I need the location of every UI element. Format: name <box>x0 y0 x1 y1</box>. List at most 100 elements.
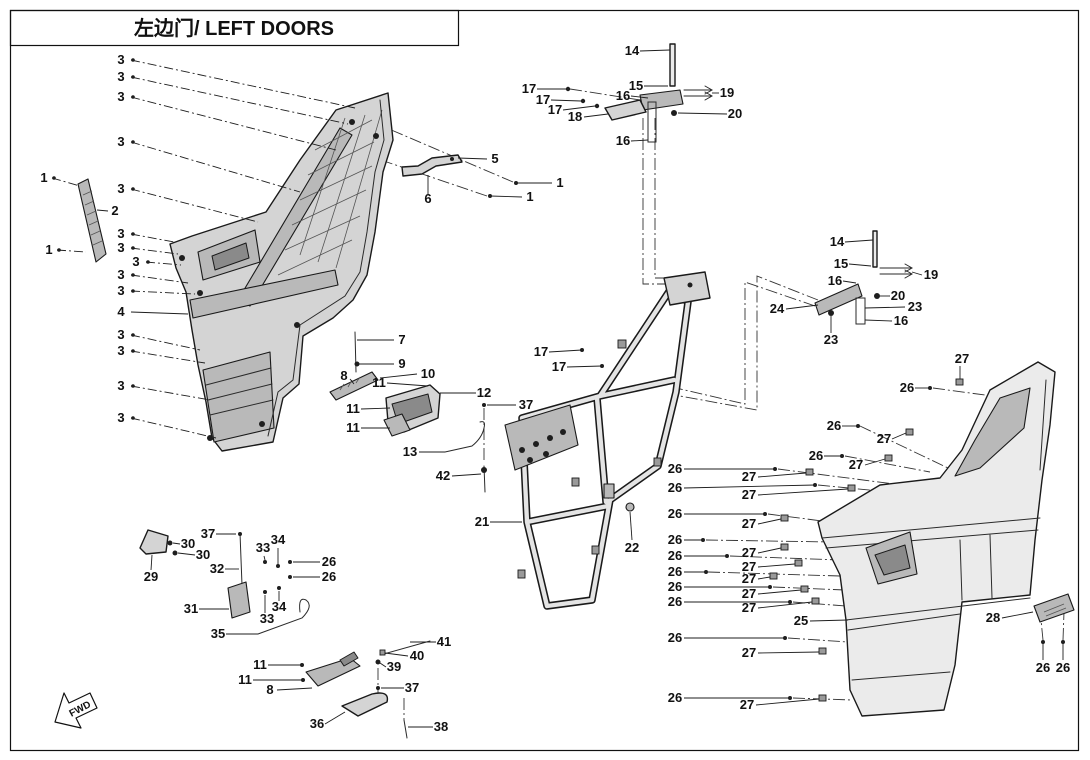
callout-number: 26 <box>668 690 682 705</box>
callout-lower-hinge: 23 <box>864 299 922 314</box>
callout-right-door: 26 <box>668 480 817 495</box>
callout-right-door: 28 <box>986 610 1034 625</box>
callout-number: 3 <box>117 226 124 241</box>
screw-icon <box>131 232 135 236</box>
screw-icon <box>783 636 787 640</box>
callout-right-door: 26 <box>668 461 777 476</box>
callout-number: 3 <box>117 267 124 282</box>
screw-icon <box>701 538 705 542</box>
hinge-screw <box>594 103 600 109</box>
callout-left-door: 1 <box>45 242 87 257</box>
callout-left-door: 1 <box>40 170 81 187</box>
leader-line <box>130 188 259 223</box>
callout-lower-assembly: 31 <box>184 601 229 616</box>
panel-clips <box>769 378 964 702</box>
screw-icon <box>131 384 135 388</box>
callout-number: 3 <box>117 378 124 393</box>
hinge-bracket-plate <box>814 283 863 316</box>
leader-line <box>548 349 583 353</box>
screw-icon <box>788 600 792 604</box>
callout-number: 22 <box>625 540 639 555</box>
callout-strap-bracket: 1 <box>488 189 534 204</box>
callout-lower-hinge: 16 <box>864 313 908 328</box>
callout-upper-hinge: 16 <box>616 88 649 103</box>
callout-number: 3 <box>117 410 124 425</box>
screw-icon <box>840 454 844 458</box>
callout-number: 11 <box>372 375 386 390</box>
callout-frame: 21 <box>475 514 522 529</box>
panel-clip <box>818 647 827 655</box>
callout-left-door: 3 <box>117 267 189 284</box>
screw-icon <box>131 75 135 79</box>
leader-line <box>842 280 857 284</box>
washer <box>276 564 280 568</box>
door-pad <box>1033 593 1075 623</box>
leader-line <box>757 576 771 580</box>
callout-number: 19 <box>720 85 734 100</box>
leader-line <box>130 233 175 243</box>
callout-number: 16 <box>894 313 908 328</box>
callout-number: 2 <box>111 203 118 218</box>
callout-lower-assembly: 30 <box>177 547 210 562</box>
door-tube-frame <box>504 271 711 610</box>
callout-right-door: 26 <box>668 630 787 645</box>
screw-icon <box>1041 640 1045 644</box>
callout-right-door: 25 <box>794 613 849 628</box>
callout-number: 27 <box>742 559 756 574</box>
left-door-truss-hatch <box>277 109 383 276</box>
leader-line <box>56 249 87 253</box>
callout-number: 3 <box>117 69 124 84</box>
mount-hole <box>294 322 300 328</box>
leader-line <box>457 157 488 160</box>
door-pad-hatch <box>1043 603 1067 617</box>
callout-right-door: 26 <box>1036 640 1050 675</box>
frame-top-hinge-block <box>663 271 711 306</box>
pad-screw-line <box>1062 611 1065 641</box>
frame-tab <box>617 339 627 349</box>
lower-hinge-connection-line <box>675 281 816 405</box>
leader-line <box>757 601 813 609</box>
callout-lower-assembly: 32 <box>210 561 239 576</box>
door-latch-assembly <box>329 331 487 493</box>
leader-line <box>864 458 886 466</box>
panel-clip <box>780 514 789 522</box>
mount-hole <box>259 421 265 427</box>
callout-lower-assembly: 37 <box>201 526 236 541</box>
right-door-screw-line <box>859 425 949 469</box>
mount-hole <box>373 133 379 139</box>
callout-number: 31 <box>184 601 198 616</box>
callout-number: 33 <box>260 611 274 626</box>
leader-line <box>639 49 671 52</box>
leader-line <box>757 589 802 595</box>
leader-line <box>130 76 349 125</box>
callout-left-door: 3 <box>117 134 301 193</box>
outer-panel-upper-trim <box>954 387 1031 477</box>
callout-number: 24 <box>770 301 785 316</box>
callout-number: 42 <box>436 468 450 483</box>
callout-right-door: 27 <box>877 431 907 446</box>
callout-number: 1 <box>526 189 533 204</box>
strap-connection-line <box>381 125 514 183</box>
plate-hole <box>560 429 566 435</box>
callout-lower-assembly: 33 <box>260 595 274 626</box>
callout-right-door: 26 <box>668 532 705 547</box>
callout-right-door: 27 <box>742 487 849 502</box>
callout-number: 19 <box>924 267 938 282</box>
hinge-arrow-icon <box>879 263 914 279</box>
handle-rod <box>239 532 243 586</box>
callout-number: 14 <box>830 234 845 249</box>
leader-line <box>630 95 649 99</box>
release-lever <box>339 651 359 667</box>
callout-frame: 17 <box>552 359 604 374</box>
hinge-pin <box>872 230 878 268</box>
callout-number: 15 <box>629 78 643 93</box>
latch-mount-nut <box>481 467 487 473</box>
callout-number: 26 <box>668 630 682 645</box>
hinge-screw <box>580 98 586 104</box>
screw-icon <box>514 181 518 185</box>
callout-latch: 11 <box>372 375 429 390</box>
handle-bracket <box>139 529 169 555</box>
callout-right-door: 27 <box>742 559 796 574</box>
callout-upper-hinge: 17 <box>548 102 596 117</box>
frame-plate-holes <box>519 429 566 463</box>
